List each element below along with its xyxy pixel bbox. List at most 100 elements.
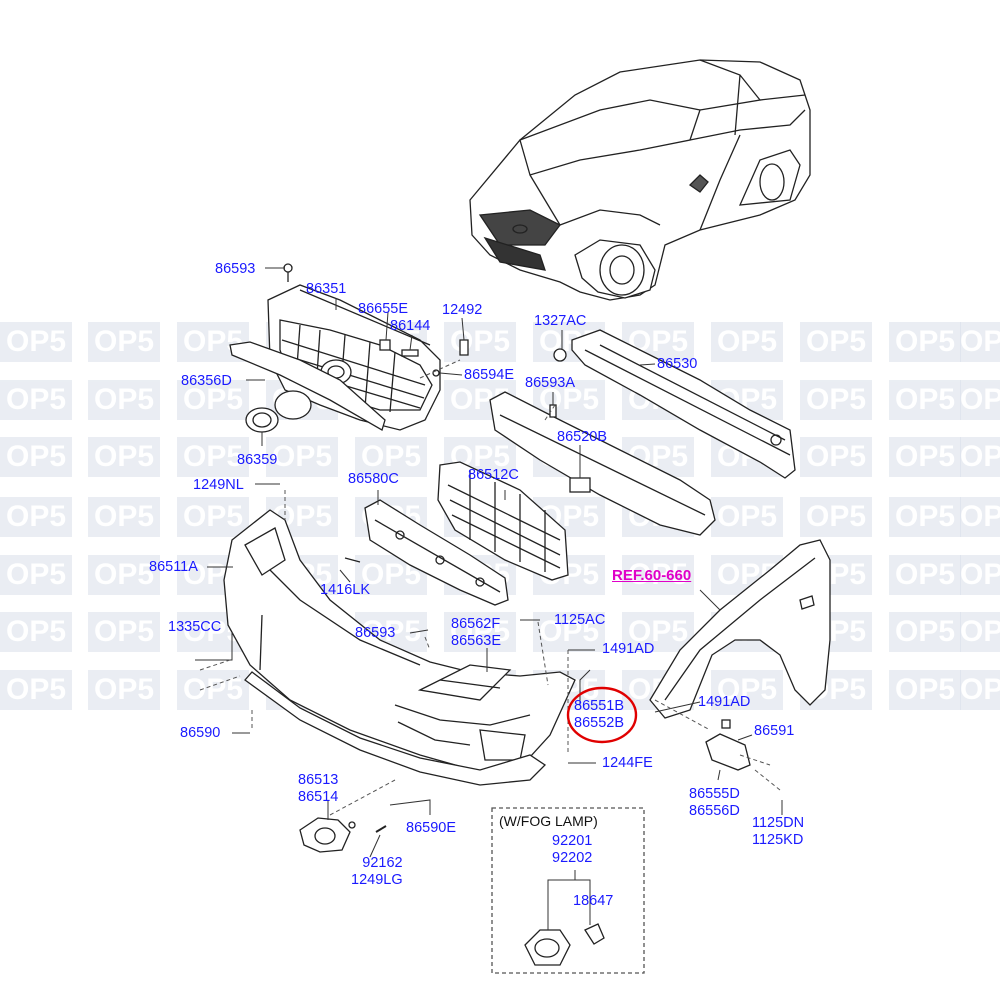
watermark-tile: OP5	[960, 322, 1000, 362]
label-86562f: 86562F	[451, 616, 501, 632]
watermark-tile: OP5	[177, 437, 249, 477]
label-92162: 92162	[362, 855, 403, 871]
label-86513-86514: 86513 86514	[298, 772, 338, 806]
label-18647: 18647	[573, 893, 614, 909]
watermark-tile: OP5	[533, 612, 605, 652]
watermark-tile: OP5	[711, 497, 783, 537]
label-92201-92202: 92201 92202	[552, 833, 592, 867]
watermark-tile: OP5	[266, 437, 338, 477]
label-86562f-86563e: 86562F 86563E	[451, 616, 501, 650]
lower-grille	[437, 461, 569, 581]
label-86593a: 86593A	[525, 375, 575, 391]
label-86590e: 86590E	[406, 820, 456, 836]
watermark-tile: OP5	[960, 497, 1000, 537]
label-86655e: 86655E	[358, 301, 408, 317]
watermark-tile: OP5	[177, 670, 249, 710]
label-86511a: 86511A	[149, 559, 198, 575]
label-86591: 86591	[754, 723, 795, 739]
label-1335cc: 1335CC	[168, 619, 222, 635]
car-illustration	[469, 59, 811, 301]
watermark-tile: OP5	[711, 670, 783, 710]
label-86552b: 86552B	[574, 715, 624, 731]
label-86555d-86556d: 86555D 86556D	[689, 786, 740, 820]
grille-molding	[229, 341, 386, 431]
watermark-tile: OP5	[88, 555, 160, 595]
watermark-tile: OP5	[177, 497, 249, 537]
label-1249nl: 1249NL	[193, 477, 244, 493]
fog-lamp-cover	[299, 817, 356, 853]
watermark-tile: OP5	[889, 555, 961, 595]
fog-lamp-box	[491, 807, 645, 974]
label-86563e: 86563E	[451, 633, 501, 649]
label-86555d: 86555D	[689, 786, 740, 802]
watermark-tile: OP5	[800, 380, 872, 420]
fog-lamp-title: (W/FOG LAMP)	[499, 813, 598, 829]
label-86144: 86144	[390, 318, 431, 334]
lower-lip-spoiler	[244, 671, 547, 786]
watermark-tile: OP5	[960, 670, 1000, 710]
label-1125kd: 1125KD	[752, 832, 804, 848]
watermark-tile: OP5	[889, 437, 961, 477]
label-12492: 12492	[442, 302, 483, 318]
label-86530: 86530	[657, 356, 698, 372]
watermark-tile: OP5	[711, 322, 783, 362]
watermark-tile: OP5	[889, 670, 961, 710]
reference-link[interactable]: REF.60-660	[612, 567, 692, 584]
watermark-tile: OP5	[88, 437, 160, 477]
watermark-tile: OP5	[88, 612, 160, 652]
watermark-tile: OP5	[0, 322, 72, 362]
watermark-tile: OP5	[622, 555, 694, 595]
watermark-tile: OP5	[355, 437, 427, 477]
label-92201: 92201	[552, 833, 593, 849]
label-86551b: 86551B	[574, 698, 624, 714]
front-fender	[649, 539, 831, 719]
watermark-tile: OP5	[960, 612, 1000, 652]
label-1125dn: 1125DN	[752, 815, 805, 831]
watermark-tile: OP5	[800, 322, 872, 362]
watermark-tile: OP5	[889, 380, 961, 420]
watermark-tile: OP5	[444, 612, 516, 652]
watermark-tile: OP5	[800, 437, 872, 477]
watermark-tile: OP5	[889, 612, 961, 652]
label-1491ad-b: 1491AD	[698, 694, 751, 710]
watermark-tile: OP5	[88, 497, 160, 537]
label-1327ac: 1327AC	[534, 313, 587, 329]
label-1244fe: 1244FE	[602, 755, 653, 771]
watermark-tile: OP5	[88, 380, 160, 420]
bumper-beam	[553, 329, 796, 479]
front-bumper-cover	[223, 509, 576, 773]
watermark-tile: OP5	[960, 555, 1000, 595]
label-86512c: 86512C	[468, 467, 519, 483]
label-86594e: 86594E	[464, 367, 514, 383]
label-86551b-86552b: 86551B 86552B	[574, 698, 624, 732]
watermark-tile: OP5	[88, 322, 160, 362]
label-1125dn-1125kd: 1125DN 1125KD	[752, 815, 804, 849]
watermark-tile: OP5	[0, 437, 72, 477]
bumper-side-bracket	[705, 733, 751, 771]
label-86520b: 86520B	[557, 429, 607, 445]
label-1491ad-a: 1491AD	[602, 641, 655, 657]
watermark-tile: OP5	[960, 380, 1000, 420]
watermark-tile: OP5	[960, 437, 1000, 477]
label-86590: 86590	[180, 725, 221, 741]
bumper-bracket	[344, 499, 509, 606]
watermark-tile: OP5	[0, 380, 72, 420]
label-86359: 86359	[237, 452, 278, 468]
watermark-tile: OP5	[889, 497, 961, 537]
label-86593-top: 86593	[215, 261, 256, 277]
label-86514: 86514	[298, 789, 339, 805]
watermark-tile: OP5	[177, 380, 249, 420]
label-86593-mid: 86593	[355, 625, 396, 641]
label-86556d: 86556D	[689, 803, 740, 819]
watermark-tile: OP5	[0, 555, 72, 595]
emblem	[245, 390, 312, 433]
leader-lines	[195, 267, 783, 930]
watermark-tile: OP5	[88, 670, 160, 710]
label-86356d: 86356D	[181, 373, 232, 389]
fog-lamp	[524, 923, 605, 966]
label-1416lk: 1416LK	[320, 582, 370, 598]
label-86513: 86513	[298, 772, 339, 788]
watermark-tile: OP5	[0, 497, 72, 537]
